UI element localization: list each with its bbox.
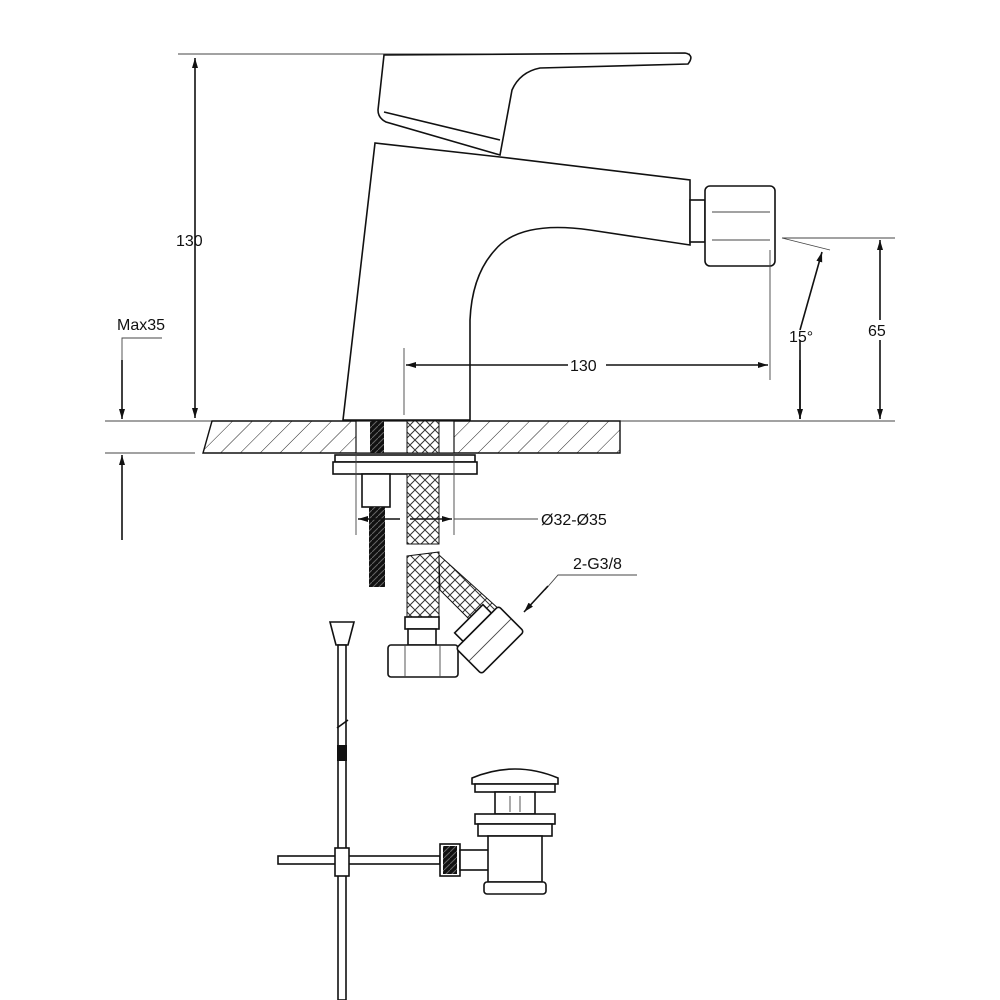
- connection-dimension: 2-G3/8: [523, 556, 637, 613]
- mixer-body: [342, 52, 776, 421]
- spout-angle-dimension: 15°: [781, 237, 831, 419]
- spout-angle-label: 15°: [789, 329, 813, 346]
- connection-label: 2-G3/8: [573, 556, 622, 573]
- fixing-assembly: [332, 420, 524, 678]
- spout-height-label: 65: [868, 323, 886, 340]
- spout-reach-dimension: 130: [403, 250, 771, 415]
- hole-diameter-label: Ø32-Ø35: [541, 512, 607, 529]
- spout-reach-label: 130: [570, 358, 597, 375]
- countertop-section: [105, 420, 895, 454]
- max-thickness-label: Max35: [117, 317, 165, 334]
- pop-up-waste: [439, 768, 559, 895]
- hole-diameter-dimension: Ø32-Ø35: [355, 453, 607, 535]
- spout-height-dimension: 65: [782, 237, 895, 419]
- max-thickness-dimension: Max35: [117, 317, 165, 540]
- drain-pull-rod: [277, 621, 441, 1000]
- height-label: 130: [176, 233, 203, 250]
